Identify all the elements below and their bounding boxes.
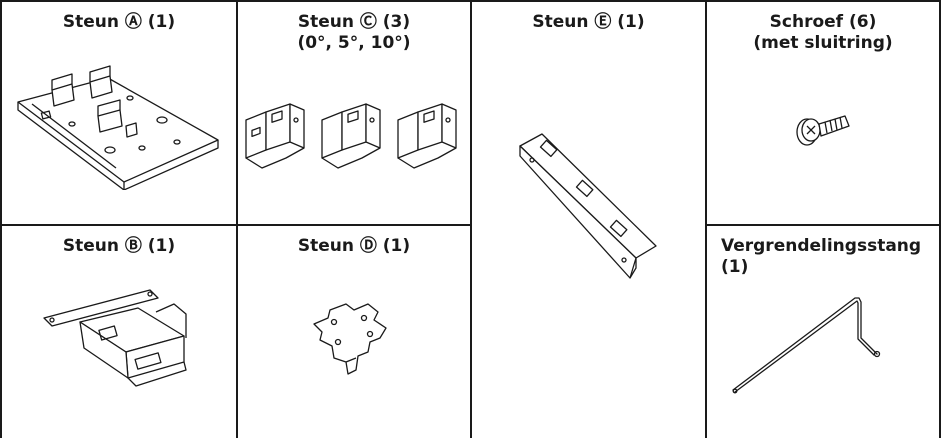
part-title: Steun Ⓑ (1) <box>2 236 236 257</box>
part-title: Schroef (6) (met sluitring) <box>707 12 939 54</box>
bracket-a-plate-icon <box>12 60 224 190</box>
part-title: Steun Ⓐ (1) <box>2 12 236 33</box>
part-cell-screw: Schroef (6) (met sluitring) <box>707 2 939 224</box>
bracket-d-small-plate-icon <box>310 298 394 378</box>
part-title: Steun Ⓒ (3) (0°, 5°, 10°) <box>238 12 470 54</box>
part-title: Vergrendelingsstang (1) <box>707 236 939 278</box>
part-cell-bracket-d: Steun Ⓓ (1) <box>238 226 470 438</box>
part-cell-bracket-c: Steun Ⓒ (3) (0°, 5°, 10°) <box>238 2 470 224</box>
part-cell-bracket-a: Steun Ⓐ (1) <box>2 2 236 224</box>
bracket-b-holder-icon <box>40 282 204 394</box>
screw-with-washer-icon <box>793 106 853 150</box>
bracket-e-long-strip-icon <box>512 128 662 292</box>
part-title: Steun Ⓔ (1) <box>472 12 705 33</box>
part-title: Steun Ⓓ (1) <box>238 236 470 257</box>
part-cell-bracket-e: Steun Ⓔ (1) <box>472 2 705 438</box>
part-cell-locking-rod: Vergrendelingsstang (1) <box>707 226 939 438</box>
bracket-c-angled-sleeves-icon <box>242 94 466 178</box>
locking-rod-icon <box>731 294 927 398</box>
part-cell-bracket-b: Steun Ⓑ (1) <box>2 226 236 438</box>
